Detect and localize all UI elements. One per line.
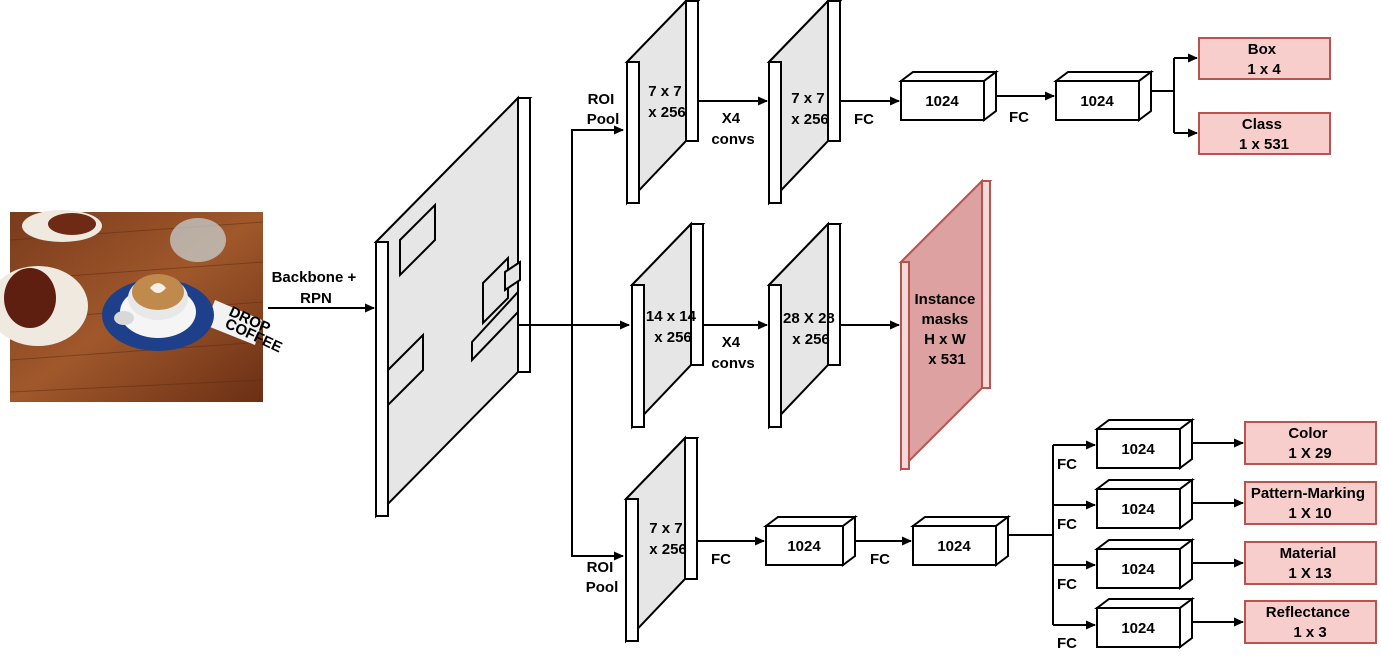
class-output: Class 1 x 531 [1198, 112, 1331, 155]
svg-text:1024: 1024 [1080, 93, 1114, 110]
roi-box-1 [399, 202, 436, 278]
pattern-marking-output: Pattern-Marking 1 X 10 [1244, 481, 1377, 525]
attr-head-input-plane: 7 x 7 x 256 [623, 435, 700, 644]
svg-text:Box 1 x 4: Box 1 x 4 [1247, 41, 1281, 78]
reflectance-output: Reflectance 1 x 3 [1244, 600, 1377, 644]
mask-head-input-plane: 14 x 14 x 256 [629, 221, 706, 430]
box-head-output-plane: 7 x 7 x 256 [766, 0, 843, 206]
svg-text:1024: 1024 [1121, 620, 1155, 637]
roi-box-4 [471, 289, 519, 363]
svg-text:14 x 14 x 256: 14 x 14 x 256 [646, 308, 700, 346]
svg-text:7 x 7 x 256: 7 x 7 x 256 [649, 520, 687, 558]
reflectance-fc-label: FC [1057, 635, 1077, 652]
color-fc-block: 1024 [1094, 418, 1195, 470]
svg-text:1024: 1024 [1121, 501, 1155, 518]
roi-pool-bottom-label: ROI Pool [586, 559, 619, 596]
material-fc-label: FC [1057, 576, 1077, 593]
svg-text:1024: 1024 [1121, 441, 1155, 458]
feature-map [373, 95, 533, 519]
reflectance-fc-block: 1024 [1094, 597, 1195, 649]
roi-box-2 [387, 332, 424, 408]
box-head-convs-label: X4 convs [711, 110, 754, 148]
box-branch-arrow [571, 125, 624, 325]
instance-masks-output: Instance masks H x W x 531 [898, 178, 993, 472]
attr-branch-arrow [571, 325, 624, 561]
pattern-fc-label: FC [1057, 516, 1077, 533]
pattern-fc-block: 1024 [1094, 478, 1195, 530]
svg-text:Class 1 x 531: Class 1 x 531 [1239, 116, 1289, 153]
svg-text:Instance masks H x: Instance masks H x W x 531 [914, 291, 979, 368]
box-output: Box 1 x 4 [1198, 37, 1331, 80]
svg-text:Material 1 X 13: Material 1 X 13 [1280, 545, 1341, 582]
color-output: Color 1 X 29 [1244, 421, 1377, 465]
svg-text:1024: 1024 [925, 93, 959, 110]
attr-head-fc1-label: FC [711, 551, 731, 568]
svg-text:7 x 7 x 256: 7 x 7 x 256 [791, 90, 829, 128]
input-image: DROP COFFEE [0, 210, 285, 402]
attr-head-fc2-block: 1024 [910, 515, 1011, 567]
svg-text:28 X 28 x 256: 28 X 28 x 256 [783, 310, 839, 348]
box-head-input-plane: 7 x 7 x 256 [624, 0, 701, 206]
svg-text:1024: 1024 [787, 538, 821, 555]
roi-box-3 [482, 255, 509, 326]
svg-text:Reflectance 1 x 3: Reflectance 1 x 3 [1266, 604, 1354, 641]
svg-text:1024: 1024 [1121, 561, 1155, 578]
mask-head-convs-label: X4 convs [711, 334, 754, 372]
attr-head-fc1-block: 1024 [763, 515, 858, 567]
mask-head-output-plane: 28 X 28 x 256 [766, 221, 843, 430]
svg-text:1024: 1024 [937, 538, 971, 555]
svg-text:7 x 7 x 256: 7 x 7 x 256 [648, 83, 686, 121]
svg-text:Color 1 X 29: Color 1 X 29 [1288, 425, 1331, 462]
material-fc-block: 1024 [1094, 538, 1195, 590]
svg-text:Pattern-Marking 1 X 10: Pattern-Marking 1 X 10 [1251, 485, 1369, 522]
box-head-fc1-block: 1024 [898, 70, 999, 122]
box-head-fc2-label: FC [1009, 109, 1029, 126]
box-head-fc1-label: FC [854, 111, 874, 128]
attr-head-fc2-label: FC [870, 551, 890, 568]
box-head-fc2-block: 1024 [1053, 70, 1154, 122]
backbone-label: Backbone + RPN [272, 269, 361, 307]
color-fc-label: FC [1057, 456, 1077, 473]
material-output: Material 1 X 13 [1244, 541, 1377, 585]
roi-pool-top-label: ROI Pool [587, 91, 620, 128]
